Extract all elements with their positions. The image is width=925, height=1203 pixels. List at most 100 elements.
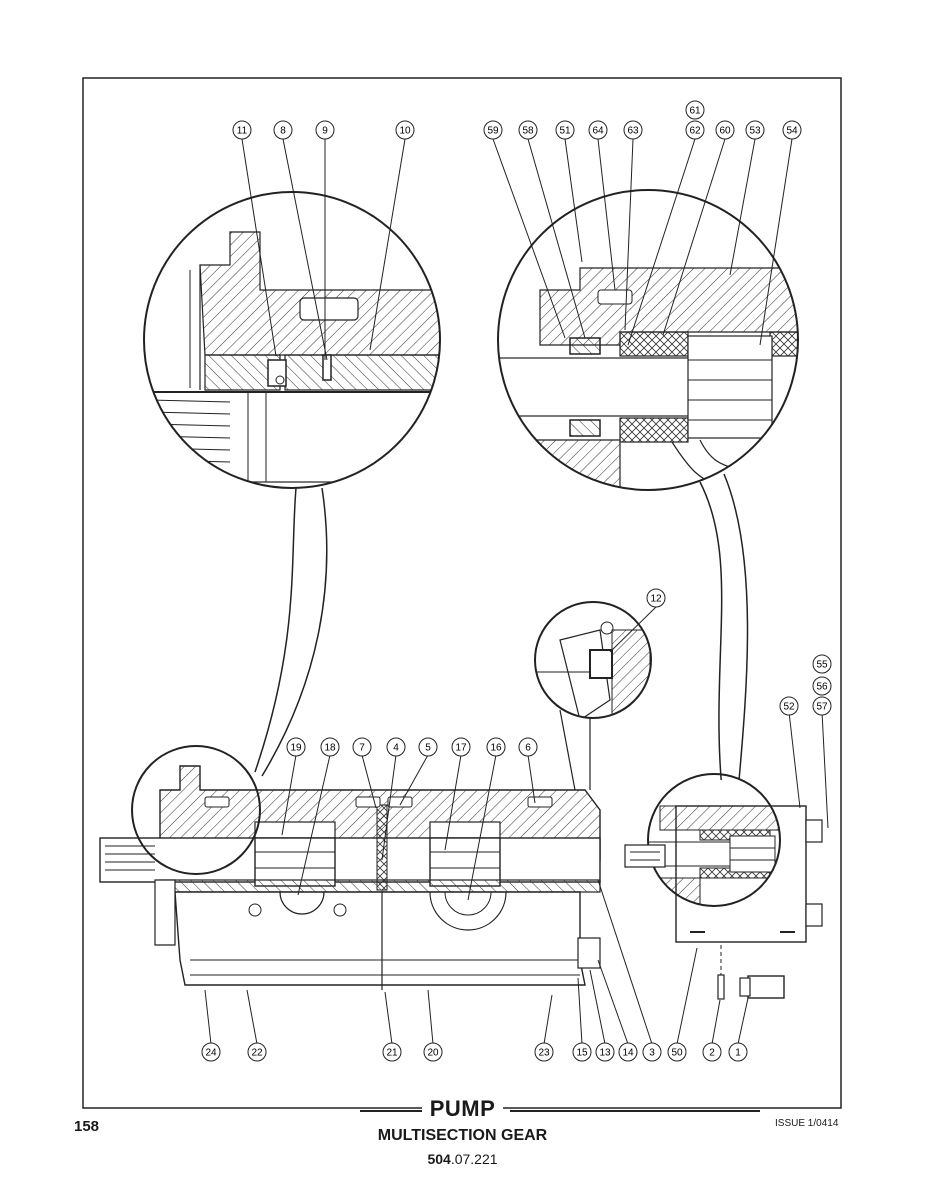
callout-59: 59	[483, 120, 503, 140]
callout-50: 50	[667, 1042, 687, 1062]
callout-18: 18	[320, 737, 340, 757]
callout-number: 56	[816, 682, 828, 693]
callout-bubble	[728, 1042, 748, 1062]
callout-12: 12	[646, 588, 666, 608]
callout-57: 57	[812, 696, 832, 716]
callout-bubble	[315, 120, 335, 140]
callout-number: 53	[749, 126, 761, 137]
callout-10: 10	[395, 120, 415, 140]
callout-number: 60	[719, 126, 731, 137]
callout-bubble	[555, 120, 575, 140]
callout-3: 3	[642, 1042, 662, 1062]
callout-bubble	[451, 737, 471, 757]
callout-number: 1	[735, 1048, 741, 1059]
callout-number: 12	[650, 594, 662, 605]
callout-number: 57	[816, 702, 828, 713]
callout-number: 63	[627, 126, 639, 137]
callout-bubble	[201, 1042, 221, 1062]
callout-number: 9	[322, 126, 328, 137]
callout-bubble	[642, 1042, 662, 1062]
callout-16: 16	[486, 737, 506, 757]
callout-number: 10	[399, 126, 411, 137]
callout-bubble	[483, 120, 503, 140]
callout-bubble	[812, 654, 832, 674]
callout-14: 14	[618, 1042, 638, 1062]
callout-number: 3	[649, 1048, 655, 1059]
callout-bubble	[518, 737, 538, 757]
callout-number: 13	[599, 1048, 611, 1059]
callout-bubble	[386, 737, 406, 757]
callout-bubble	[518, 120, 538, 140]
callout-number: 2	[709, 1048, 715, 1059]
callout-58: 58	[518, 120, 538, 140]
main-pump-assembly	[99, 745, 601, 990]
detail-view-shaft-seal	[143, 191, 441, 777]
callout-21: 21	[382, 1042, 402, 1062]
callout-number: 22	[251, 1048, 263, 1059]
leader-lines	[204, 138, 829, 1045]
callout-17: 17	[451, 737, 471, 757]
callout-bubble	[418, 737, 438, 757]
callout-number: 59	[487, 126, 499, 137]
callout-bubble	[395, 120, 415, 140]
callout-64: 64	[588, 120, 608, 140]
callout-number: 19	[290, 743, 302, 754]
callout-number: 6	[525, 743, 531, 754]
page-number: 158	[74, 1118, 100, 1135]
callout-bubble	[745, 120, 765, 140]
detail-marker-circle-left	[131, 745, 261, 875]
callout-bubble	[812, 676, 832, 696]
callout-1: 1	[728, 1042, 748, 1062]
callout-61: 61	[685, 100, 705, 120]
callout-62: 62	[685, 120, 705, 140]
callout-number: 24	[205, 1048, 217, 1059]
callout-bubble	[232, 120, 252, 140]
title-rule-right	[510, 1110, 760, 1112]
callout-bubble	[782, 120, 802, 140]
callout-55: 55	[812, 654, 832, 674]
callout-54: 54	[782, 120, 802, 140]
detail-view-end-cover	[497, 189, 799, 793]
callout-number: 55	[816, 660, 828, 671]
callout-51: 51	[555, 120, 575, 140]
callout-15: 15	[572, 1042, 592, 1062]
callout-bubble	[382, 1042, 402, 1062]
callout-number: 64	[592, 126, 604, 137]
callout-bubble	[685, 120, 705, 140]
page-title: PUMP	[0, 1096, 925, 1122]
callout-number: 54	[786, 126, 798, 137]
callout-bubble	[702, 1042, 722, 1062]
callout-8: 8	[273, 120, 293, 140]
callout-bubble	[779, 696, 799, 716]
callout-9: 9	[315, 120, 335, 140]
callout-bubble	[423, 1042, 443, 1062]
callout-24: 24	[201, 1042, 221, 1062]
callout-bubble	[646, 588, 666, 608]
callout-number: 51	[559, 126, 571, 137]
callout-23: 23	[534, 1042, 554, 1062]
callout-bubble	[588, 120, 608, 140]
callout-number: 17	[455, 743, 467, 754]
callout-number: 23	[538, 1048, 550, 1059]
callout-bubble	[715, 120, 735, 140]
callout-number: 58	[522, 126, 534, 137]
callout-56: 56	[812, 676, 832, 696]
callout-63: 63	[623, 120, 643, 140]
callout-53: 53	[745, 120, 765, 140]
callout-number: 21	[386, 1048, 398, 1059]
callout-4: 4	[386, 737, 406, 757]
callout-bubble	[595, 1042, 615, 1062]
callout-bubble	[273, 120, 293, 140]
callout-number: 4	[393, 743, 399, 754]
callout-number: 16	[490, 743, 502, 754]
callout-5: 5	[418, 737, 438, 757]
callout-6: 6	[518, 737, 538, 757]
callout-number: 8	[280, 126, 286, 137]
callout-number: 20	[427, 1048, 439, 1059]
issue-label: ISSUE 1/0414	[775, 1118, 839, 1129]
callout-22: 22	[247, 1042, 267, 1062]
callout-number: 61	[689, 106, 701, 117]
callout-bubble	[486, 737, 506, 757]
callout-number: 15	[576, 1048, 588, 1059]
